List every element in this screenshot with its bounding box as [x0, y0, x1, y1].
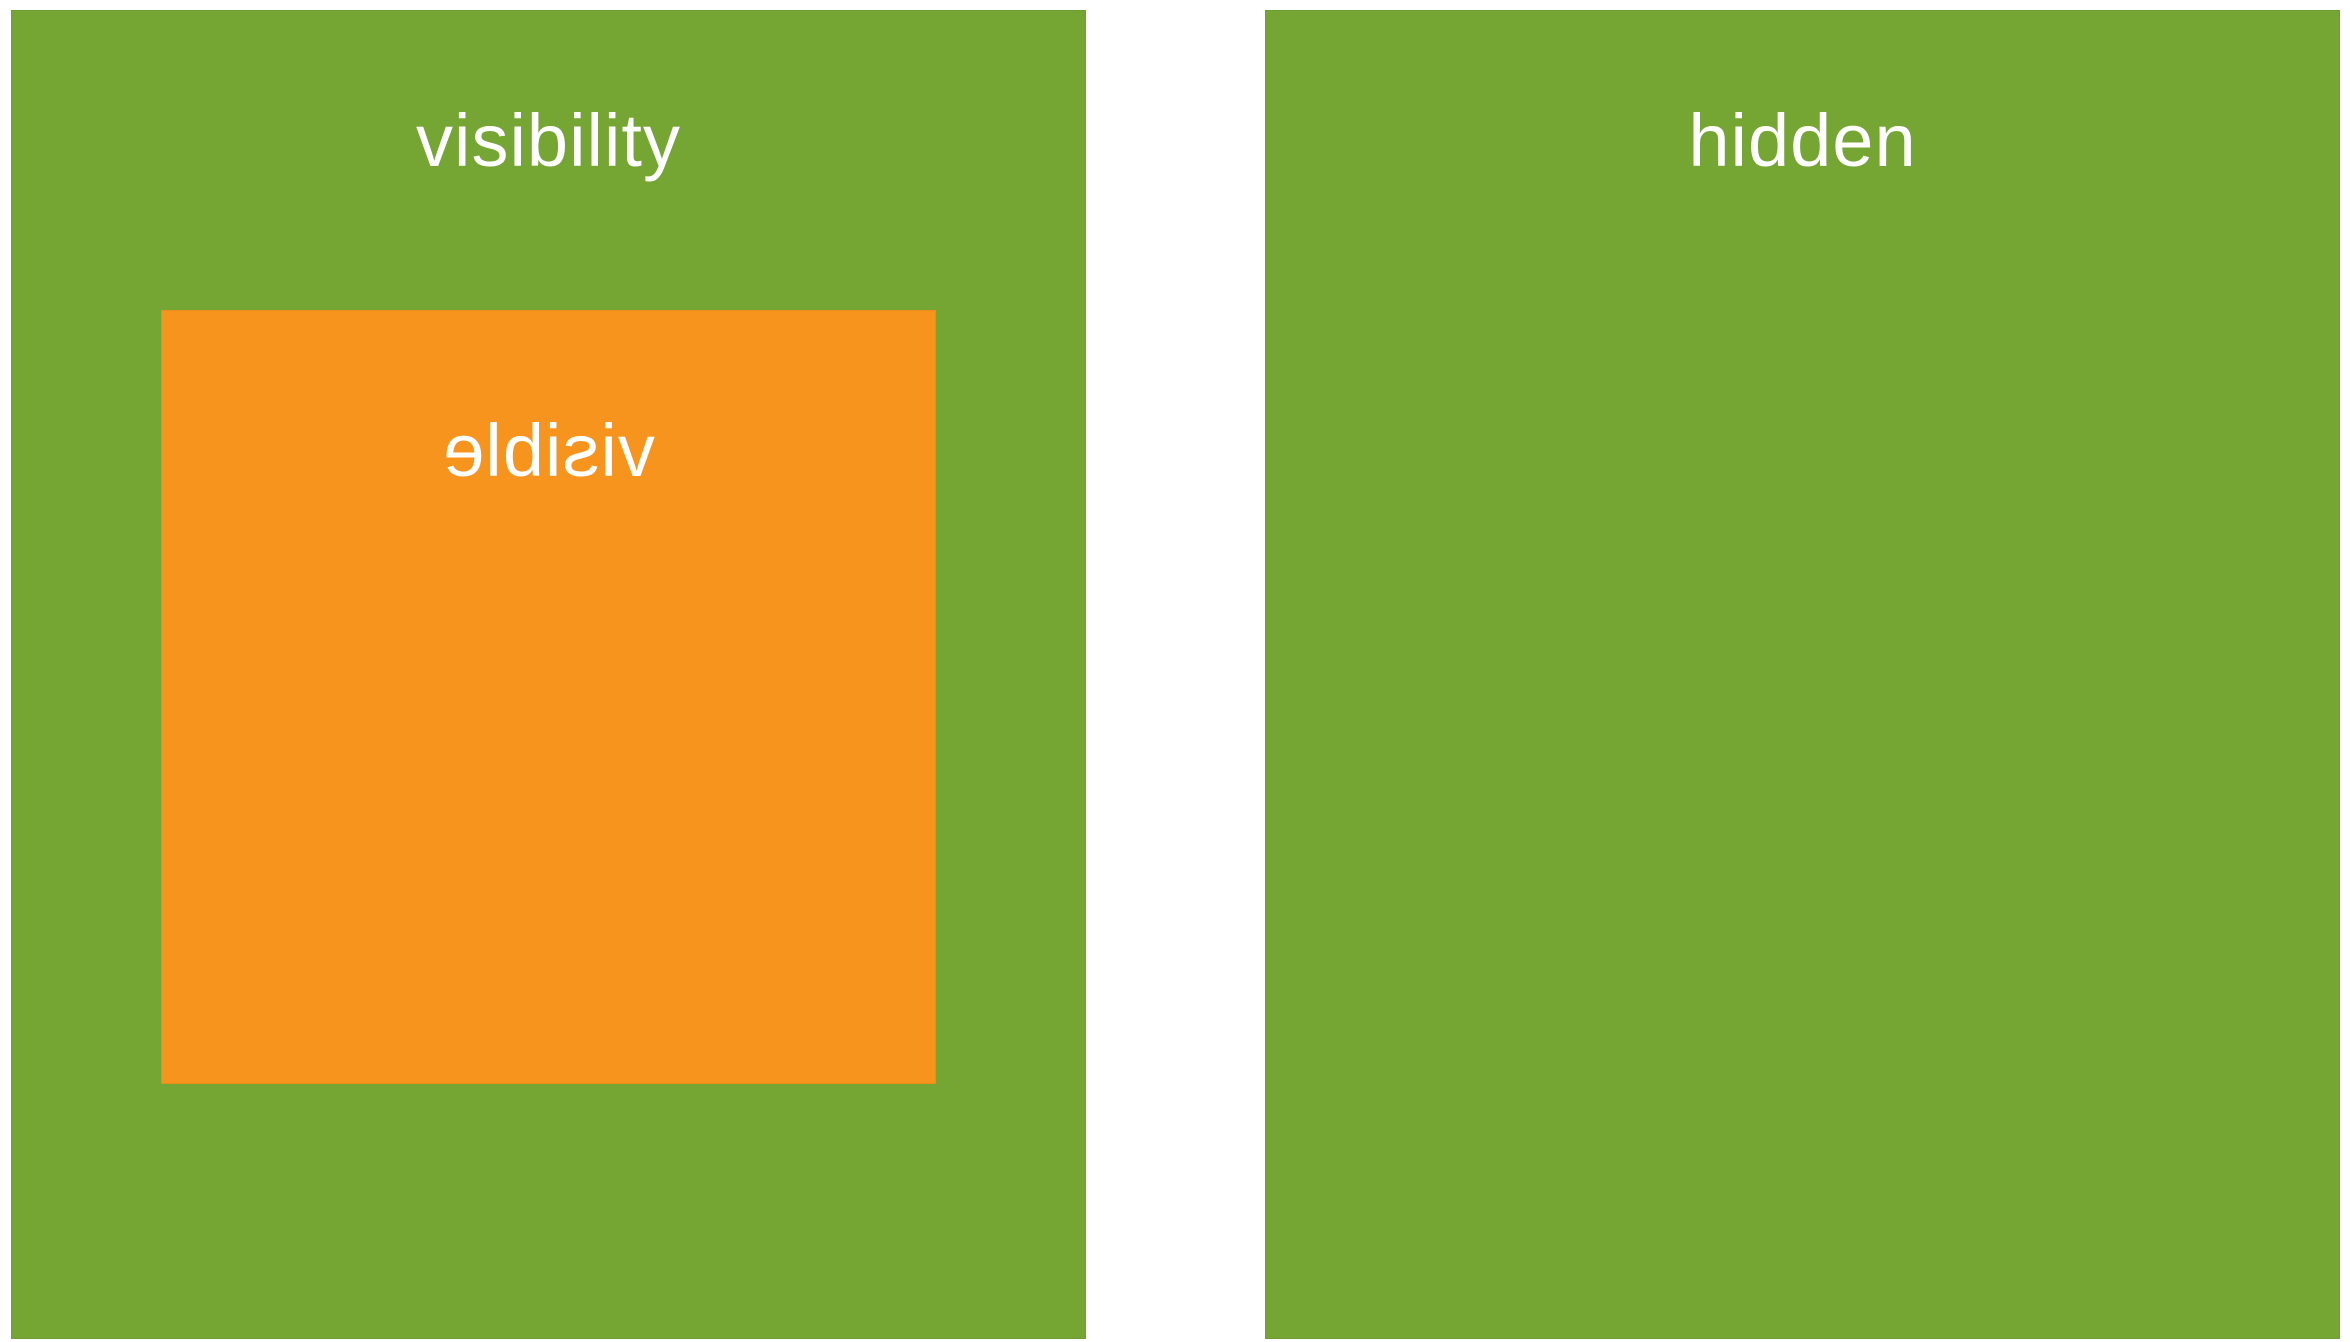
visibility-label: visibility	[416, 99, 681, 182]
hidden-panel: hidden	[1265, 10, 2340, 1339]
hidden-label: hidden	[1688, 99, 1917, 182]
visible-label: visible	[442, 409, 655, 492]
visible-box: visible	[161, 310, 936, 1084]
visibility-panel: visibility visible	[11, 10, 1086, 1339]
